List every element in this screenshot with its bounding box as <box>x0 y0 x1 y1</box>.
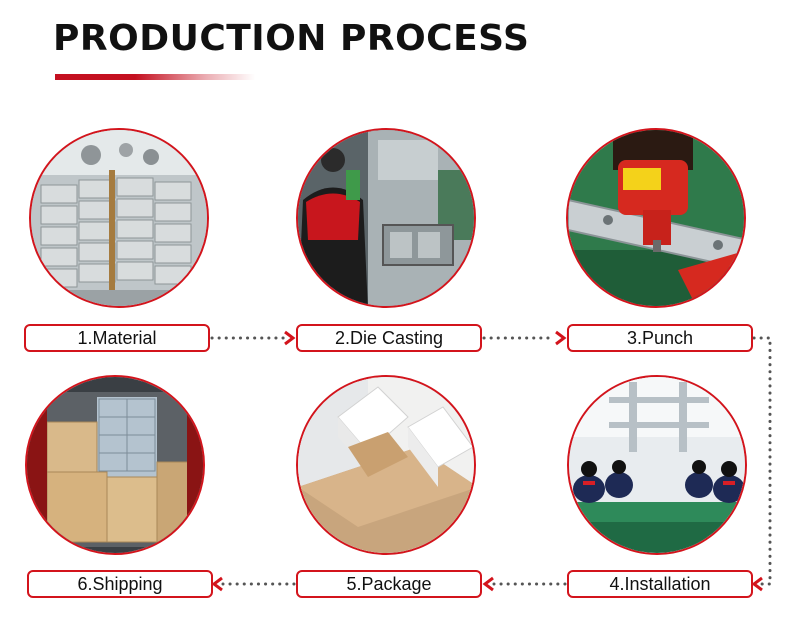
step-6-photo <box>25 375 205 555</box>
title-underline <box>55 74 255 80</box>
step-2-label: 2.Die Casting <box>296 324 482 352</box>
aluminum-ingots-photo <box>31 130 207 306</box>
step-3-label: 3.Punch <box>567 324 753 352</box>
step-5-photo <box>296 375 476 555</box>
punch-press-photo <box>568 130 744 306</box>
connector-3-4 <box>752 336 772 586</box>
assembly-line-photo <box>569 377 745 553</box>
arrow-4-5 <box>482 576 494 592</box>
step-2-photo <box>296 128 476 308</box>
shipping-container-photo <box>27 377 203 553</box>
arrow-1-2 <box>284 330 296 346</box>
step-1-label: 1.Material <box>24 324 210 352</box>
die-casting-machine-photo <box>298 130 474 306</box>
step-3-photo <box>566 128 746 308</box>
arrow-5-6 <box>211 576 223 592</box>
step-6-label: 6.Shipping <box>27 570 213 598</box>
step-4-photo <box>567 375 747 555</box>
arrow-3-4 <box>751 576 763 592</box>
page-title: PRODUCTION PROCESS <box>53 18 530 59</box>
step-5-label: 5.Package <box>296 570 482 598</box>
arrow-2-3 <box>555 330 567 346</box>
step-1-photo <box>29 128 209 308</box>
cardboard-boxes-photo <box>298 377 474 553</box>
step-4-label: 4.Installation <box>567 570 753 598</box>
